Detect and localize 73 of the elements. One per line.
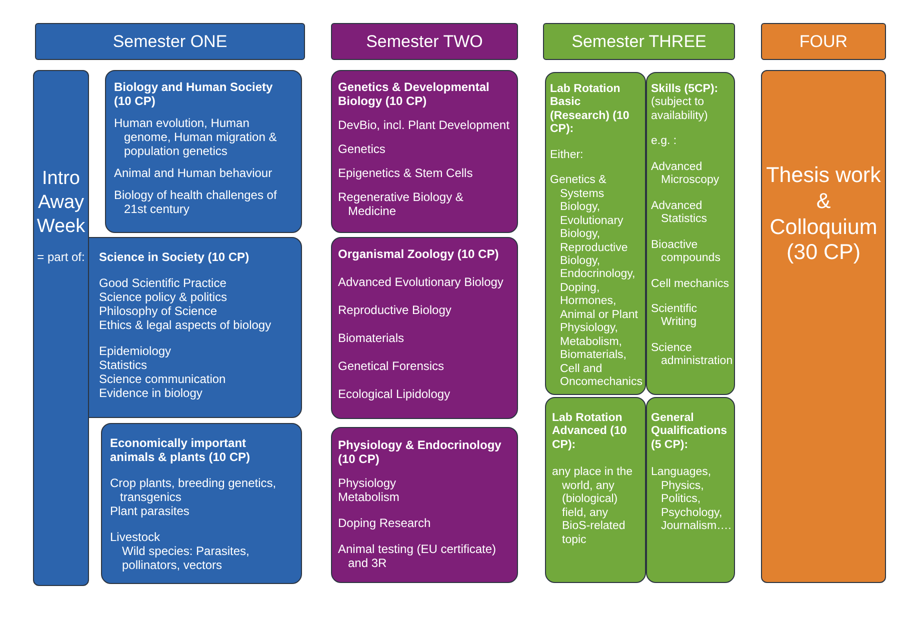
- topic-text: Advanced Microscopy: [651, 160, 720, 188]
- module-card: [331, 237, 518, 419]
- topic-text: Science policy & politics: [99, 290, 228, 304]
- semester-header: [35, 23, 305, 60]
- semester-header: [543, 23, 735, 60]
- topic-text: Philosophy of Science: [99, 304, 218, 318]
- topic-text: Science communication: [99, 372, 227, 386]
- intro-week-title: Intro Away Week: [36, 167, 86, 238]
- module-title: Organismal Zoology (10 CP): [338, 247, 500, 262]
- topic-text: Genetics & Systems Biology, Evolutionary Biology, Reproductive Biology, Endocrinology, Doping, Hormones, Animal or Plant Physiology, Metabolism, Biomaterials, Cell and Oncomechanics: [550, 174, 641, 390]
- topic-text: Languages, Physics, Politics, Psychology, Journalism….: [651, 466, 730, 534]
- topic-text: Ecological Lipidology: [338, 387, 452, 402]
- module-title: Physiology & Endocrinology (10 CP): [338, 438, 502, 466]
- topic-text: Good Scientific Practice: [99, 276, 228, 290]
- topic-text: any place in the world, any (biological) field, any BioS-related topic: [552, 466, 634, 548]
- note-text: = part of:: [37, 250, 85, 265]
- topic-text: Animal and Human behaviour: [114, 166, 274, 180]
- thesis-title: Thesis work & Colloquium (30 CP): [765, 163, 882, 266]
- topic-text: Physiology: [338, 476, 398, 490]
- module-card: [331, 427, 518, 583]
- topic-text: Cell mechanics: [651, 278, 730, 291]
- topic-text: e.g. :: [651, 135, 678, 149]
- semester-title: FOUR: [799, 32, 848, 52]
- module-title: General Qualifications (5 CP):: [651, 412, 728, 452]
- topic-text: Plant parasites: [110, 504, 190, 518]
- module-title: Biology and Human Society (10 CP): [114, 80, 274, 108]
- module-card: [646, 397, 735, 583]
- module-card: [101, 423, 302, 584]
- module-card: [545, 397, 646, 583]
- topic-text: (subject to availability): [651, 96, 709, 124]
- topic-text: Epidemiology: [99, 344, 172, 358]
- module-title: Lab Rotation Advanced (10 CP):: [552, 412, 628, 452]
- module-title: Economically important animals & plants (10 CP): [110, 436, 252, 464]
- topic-text: Ethics & legal aspects of biology: [99, 318, 272, 332]
- semester-title: Semester ONE: [112, 32, 228, 52]
- topic-text: Doping Research: [338, 516, 432, 530]
- semester-header: [331, 23, 518, 60]
- topic-text: Science administration: [651, 342, 730, 369]
- semester-title: Semester TWO: [366, 32, 483, 52]
- topic-text: Wild species: Parasites, pollinators, vectors: [121, 544, 250, 572]
- topic-text: Advanced Evolutionary Biology: [338, 275, 504, 290]
- topic-text: Genetical Forensics: [338, 359, 446, 374]
- module-card: [331, 70, 518, 233]
- topic-text: Biology of health challenges of 21st century: [114, 188, 278, 216]
- topic-text: Human evolution, Human genome, Human migration & population genetics: [114, 116, 278, 158]
- module-card: [545, 72, 646, 395]
- module-card: [646, 72, 735, 395]
- thesis-panel: [761, 70, 886, 583]
- topic-text: Reproductive Biology: [338, 303, 452, 318]
- topic-text: Animal testing (EU certificate) and 3R: [338, 542, 498, 570]
- topic-text: Scientific Writing: [651, 302, 698, 330]
- topic-text: Bioactive compounds: [651, 238, 722, 266]
- topic-text: Biomaterials: [338, 331, 406, 346]
- topic-text: Crop plants, breeding genetics, transgenics: [110, 476, 278, 504]
- topic-text: Evidence in biology: [99, 386, 204, 400]
- topic-text: Advanced Statistics: [651, 200, 708, 227]
- topic-text: Either:: [550, 148, 584, 162]
- topic-text: Livestock: [110, 530, 162, 544]
- semester-title: Semester THREE: [572, 32, 706, 52]
- topic-text: Regenerative Biology & Medicine: [338, 190, 464, 218]
- module-title: Genetics & Developmental Biology (10 CP): [338, 80, 490, 108]
- module-title: Skills (5CP):: [651, 83, 720, 96]
- intro-week-bar: [33, 70, 89, 586]
- topic-text: Epigenetics & Stem Cells: [338, 166, 474, 180]
- module-card: [88, 237, 302, 418]
- module-card: [105, 70, 302, 233]
- module-title: Lab Rotation Basic (Research) (10 CP):: [550, 83, 630, 137]
- module-title: Science in Society (10 CP): [99, 250, 250, 264]
- topic-text: DevBio, incl. Plant Development: [338, 118, 510, 132]
- topic-text: Metabolism: [338, 490, 400, 504]
- topic-text: Genetics: [338, 142, 386, 156]
- semester-header: [761, 23, 886, 60]
- topic-text: Statistics: [99, 358, 148, 372]
